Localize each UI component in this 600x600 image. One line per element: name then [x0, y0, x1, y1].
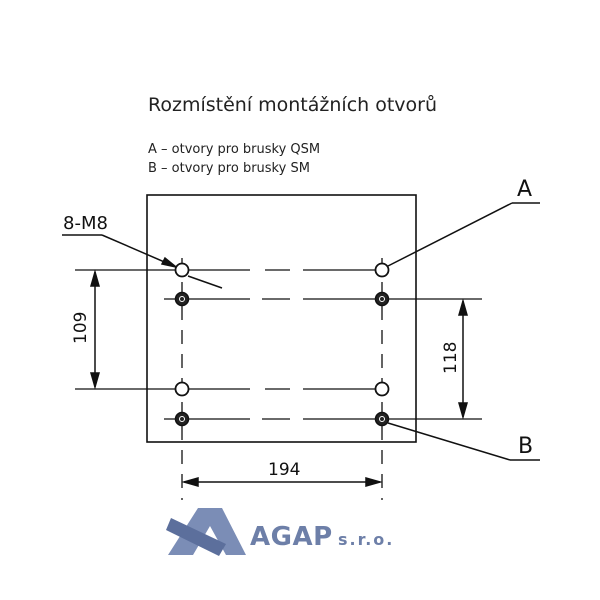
mounting-plate: [146, 194, 417, 443]
dimension-109-label: 109: [71, 312, 91, 344]
agap-logo-icon: [166, 508, 246, 556]
hole-a-bottom-right: [374, 381, 390, 397]
hole-b-top-left: [174, 291, 190, 307]
legend-a: A – otvory pro brusky QSM: [148, 142, 321, 157]
hole-b-bottom-right: [374, 411, 390, 427]
dimension-194: [181, 477, 383, 487]
leader-8-m8: [62, 234, 223, 289]
dimension-118: [458, 298, 468, 420]
holes-a: [174, 262, 390, 397]
hole-b-bottom-left: [174, 411, 190, 427]
leader-b: [387, 422, 540, 461]
diagram-title: Rozmístění montážních otvorů: [148, 94, 438, 116]
hole-spec-label: 8-M8: [63, 213, 108, 234]
label-a: A: [517, 177, 532, 202]
hole-a-bottom-left: [174, 381, 190, 397]
dimension-194-label: 194: [268, 460, 300, 480]
dimension-118-label: 118: [441, 342, 461, 374]
holes-b: [174, 291, 390, 427]
company-suffix: s.r.o.: [338, 530, 395, 549]
hole-a-top-left: [174, 262, 190, 278]
hole-a-top-right: [374, 262, 390, 278]
company-name: AGAP: [250, 522, 333, 552]
hole-centerlines: [75, 258, 482, 500]
hole-b-top-right: [374, 291, 390, 307]
dimension-109: [90, 269, 100, 390]
legend-b: B – otvory pro brusky SM: [148, 161, 310, 176]
label-b: B: [518, 434, 533, 459]
leader-a: [387, 202, 540, 267]
